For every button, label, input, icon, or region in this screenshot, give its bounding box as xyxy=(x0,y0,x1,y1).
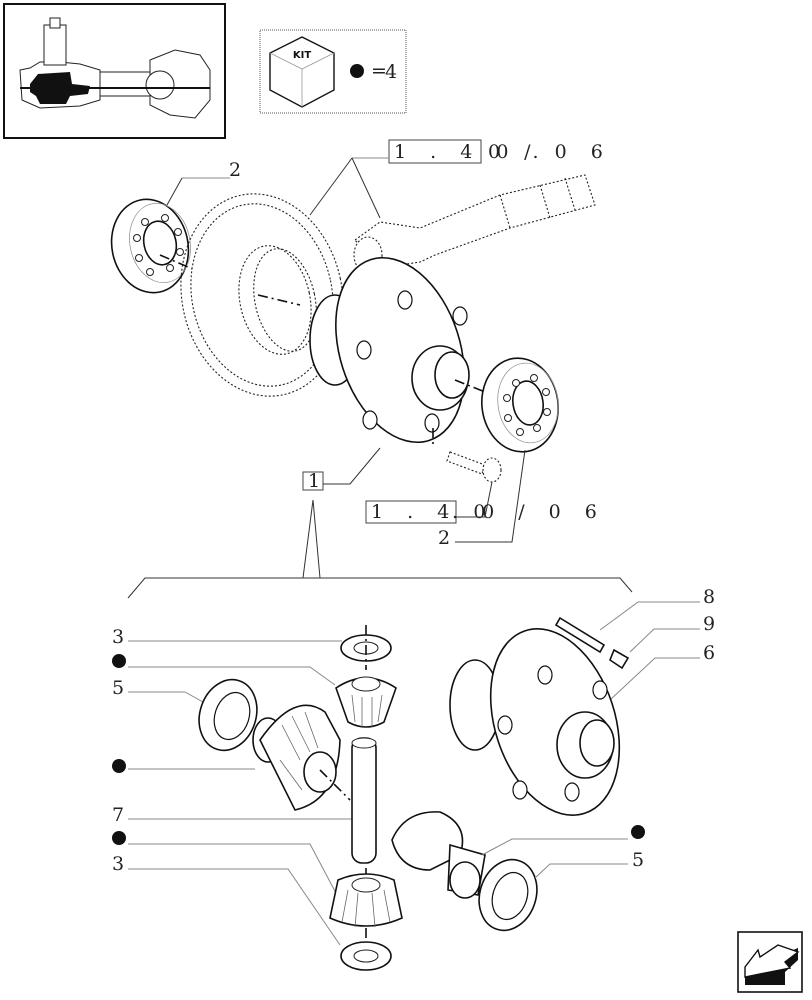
side-gear-right xyxy=(391,811,486,899)
back-arrow-button[interactable] xyxy=(737,931,803,993)
kit-label: KIT xyxy=(293,50,311,61)
differential-case-bottom xyxy=(449,628,621,816)
callout-3-bottom: 3 xyxy=(112,853,124,875)
callout-9: 9 xyxy=(703,613,715,635)
callout-7: 7 xyxy=(112,804,124,826)
pin-8 xyxy=(554,616,606,654)
thrust-washer-bottom xyxy=(340,941,392,971)
side-gear-bottom xyxy=(329,868,403,960)
callout-3-top: 3 xyxy=(112,626,124,648)
callout-8: 8 xyxy=(703,586,715,608)
differential-case-top xyxy=(309,256,486,444)
bolt xyxy=(432,428,502,483)
assembly-thumbnail[interactable] xyxy=(3,3,226,139)
thrust-washer-top xyxy=(340,625,392,670)
callout-2-bottom: 2 xyxy=(438,527,450,549)
back-arrow-icon xyxy=(744,944,800,978)
ring-gear xyxy=(180,193,344,397)
kit-marker-left-upper-icon xyxy=(112,654,126,668)
kit-quantity: 4 xyxy=(385,61,397,83)
kit-legend: KIT = 4 xyxy=(259,29,407,114)
callout-2-top: 2 xyxy=(229,159,241,181)
callout-6: 6 xyxy=(703,642,715,664)
callout-5-left: 5 xyxy=(112,677,124,699)
reference-top-boxed: 1 . 4 0 . xyxy=(394,141,548,163)
kit-marker-left-middle-icon xyxy=(112,759,126,773)
reference-top-suffix: 0 / 0 6 xyxy=(488,141,612,163)
kit-marker-right-icon xyxy=(631,825,645,839)
bearing-top-right xyxy=(481,357,559,453)
kit-marker-icon xyxy=(350,64,364,78)
kit-marker-left-lower-icon xyxy=(112,831,126,845)
reference-link-top[interactable]: 1 . 4 0 . 0 / 0 6 xyxy=(388,139,612,164)
side-gear-top xyxy=(335,676,397,728)
side-gear-left xyxy=(252,704,351,811)
spider-pin xyxy=(351,737,377,864)
callout-1[interactable]: 1 xyxy=(302,470,324,492)
washer-right xyxy=(478,858,538,932)
bearing-top-left xyxy=(110,198,196,294)
reference-link-bottom[interactable]: 1 . 4 0 . 0 / 0 6 xyxy=(365,500,606,524)
reference-bottom-suffix: . 0 / 0 6 xyxy=(452,501,606,523)
pin-9 xyxy=(609,648,630,670)
washer-left xyxy=(198,678,258,752)
kit-equals: = xyxy=(371,60,387,82)
callout-5-right: 5 xyxy=(632,849,644,871)
svg-text:1: 1 xyxy=(308,470,320,492)
